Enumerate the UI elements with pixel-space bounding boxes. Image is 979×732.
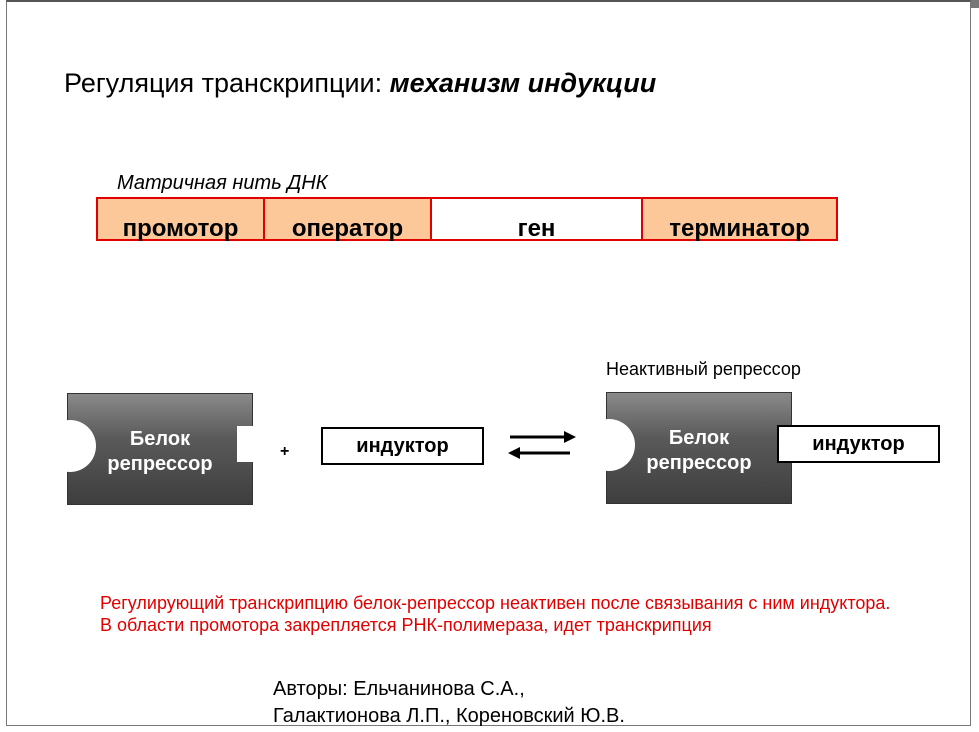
protein-label-line2: репрессор [646, 452, 752, 474]
inducer-box: индуктор [321, 427, 484, 465]
corner-mark [971, 0, 979, 8]
dna-caption: Матричная нить ДНК [117, 172, 328, 194]
dna-segment-label: ген [517, 215, 556, 242]
binding-notch-left [583, 419, 635, 471]
authors-line2: Галактионова Л.П., Кореновский Ю.В. [273, 705, 625, 727]
inducer-label: индуктор [356, 434, 449, 457]
dna-strip: промотор оператор ген терминатор [96, 197, 838, 242]
protein-label-line1: Белок [129, 428, 191, 450]
repressor-protein-active: Белок репрессор [44, 393, 253, 505]
protein-label-line1: Белок [668, 427, 730, 449]
dna-segment-label: оператор [291, 215, 404, 242]
protein-label: Белок репрессор [68, 427, 252, 477]
binding-notch-left [44, 420, 96, 472]
binding-notch-right [237, 426, 253, 462]
title-prefix: Регуляция транскрипции: [64, 68, 390, 98]
dna-segment-gene: ген [432, 199, 643, 242]
dna-segment-label: промотор [122, 215, 239, 242]
authors: Авторы: Ельчанинова С.А., Галактионова Л… [273, 676, 625, 730]
repressor-protein-inactive: Белок репрессор [583, 392, 792, 504]
protein-label-line2: репрессор [107, 453, 213, 475]
description-text: Регулирующий транскрипцию белок-репрессо… [100, 593, 891, 635]
reversible-arrows-icon [508, 431, 576, 459]
protein-label: Белок репрессор [607, 426, 791, 476]
bound-inducer-box: индуктор [777, 425, 940, 463]
inducer-label: индуктор [812, 432, 905, 455]
dna-segment-operator: оператор [265, 199, 432, 242]
title-emphasis: механизм индукции [389, 68, 657, 98]
dna-segment-terminator: терминатор [643, 199, 836, 242]
dna-segment-promoter: промотор [98, 199, 265, 242]
plus-sign: + [280, 443, 290, 460]
authors-line1: Авторы: Ельчанинова С.А., [273, 678, 525, 700]
dna-segment-label: терминатор [669, 215, 810, 242]
inactive-repressor-caption: Неактивный репрессор [606, 359, 801, 379]
slide-title: Регуляция транскрипции: механизм индукци… [64, 68, 656, 99]
slide-frame [6, 0, 971, 726]
